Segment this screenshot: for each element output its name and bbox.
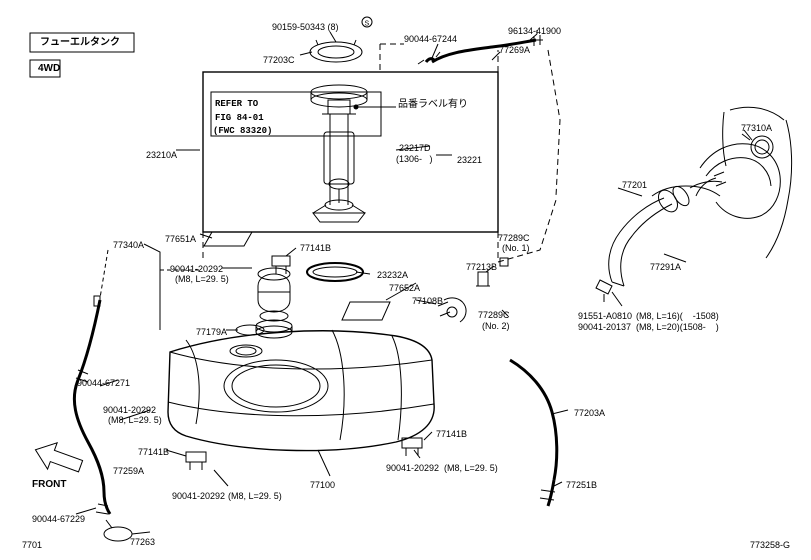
- callout-77141b-top: 77141B: [300, 243, 332, 253]
- callout-77289c-no1-sub: (No. 1): [502, 243, 530, 253]
- callout-77201: 77201: [622, 180, 648, 190]
- refer-to-line1: REFER TO: [215, 99, 259, 109]
- refer-to-line2: FIG 84-01: [215, 113, 264, 123]
- callout-90041-20137: 90041-20137: [578, 322, 632, 332]
- callout-77652a: 77652A: [389, 283, 421, 293]
- callout-23232a: 23232A: [377, 270, 409, 280]
- callout-90044-67229: 90044-67229: [32, 514, 86, 524]
- callout-77203a: 77203A: [574, 408, 606, 418]
- refer-to-line3: (FWC 83320): [213, 126, 273, 136]
- title-box-label: フューエルタンク: [40, 37, 120, 48]
- callout-90041-20292-d: 90041-20292: [172, 491, 226, 501]
- front-direction-label: FRONT: [32, 479, 67, 490]
- callout-77269a: 77269A: [499, 45, 531, 55]
- callout-77179a: 77179A: [196, 327, 228, 337]
- callout-77259a: 77259A: [113, 466, 145, 476]
- callout-77651a: 77651A: [165, 234, 197, 244]
- callout-91551-a0810-spec: (M8, L=16)( -1508): [636, 311, 719, 321]
- figure-code: 773258-G: [750, 540, 791, 550]
- callout-90041-20292-a-spec: (M8, L=29. 5): [175, 274, 229, 284]
- callout-90041-20292-b: 90041-20292: [103, 405, 157, 415]
- callout-23221: 23221: [457, 155, 483, 165]
- svg-text:S: S: [365, 21, 370, 28]
- callout-23217d-date: (1306- ): [396, 154, 433, 164]
- callout-23210a: 23210A: [146, 150, 178, 160]
- callout-77141b-left: 77141B: [138, 447, 170, 457]
- callout-77108b: 77108B: [412, 296, 444, 306]
- callout-23217d: 23217D: [399, 143, 431, 153]
- callout-77251b: 77251B: [566, 480, 598, 490]
- callout-90041-20137-spec: (M8, L=20)(1508- ): [636, 322, 719, 332]
- page-code: 7701: [22, 540, 43, 550]
- callout-77291a: 77291A: [650, 262, 682, 272]
- parts-label-note: 品番ラベル有り: [398, 99, 468, 110]
- callout-77310a: 77310A: [741, 123, 773, 133]
- callout-77213b: 77213B: [466, 262, 498, 272]
- callout-90041-20292-c-spec: (M8, L=29. 5): [444, 463, 498, 473]
- callout-77141b-right: 77141B: [436, 429, 468, 439]
- callout-90041-20292-a: 90041-20292: [170, 264, 224, 274]
- callout-77263: 77263: [130, 537, 156, 547]
- callout-96134-41900: 96134-41900: [508, 26, 562, 36]
- drive-type-label: 4WD: [38, 63, 61, 74]
- callout-77340a: 77340A: [113, 240, 145, 250]
- callout-77100: 77100: [310, 480, 336, 490]
- callout-91551-a0810: 91551-A0810: [578, 311, 633, 321]
- callout-77289c-no1: 77289C: [498, 233, 530, 243]
- callout-90041-20292-c: 90041-20292: [386, 463, 440, 473]
- callout-90044-67271: 90044-67271: [77, 378, 131, 388]
- callout-77203c: 77203C: [263, 55, 295, 65]
- callout-90044-67244: 90044-67244: [404, 34, 458, 44]
- callout-90041-20292-b-spec: (M8, L=29. 5): [108, 415, 162, 425]
- callout-90159-50343: 90159-50343 (8): [272, 22, 339, 32]
- callout-90041-20292-d-spec: (M8, L=29. 5): [228, 491, 282, 501]
- callout-77289c-no2-sub: (No. 2): [482, 321, 510, 331]
- callout-77289c-no2: 77289C: [478, 310, 510, 320]
